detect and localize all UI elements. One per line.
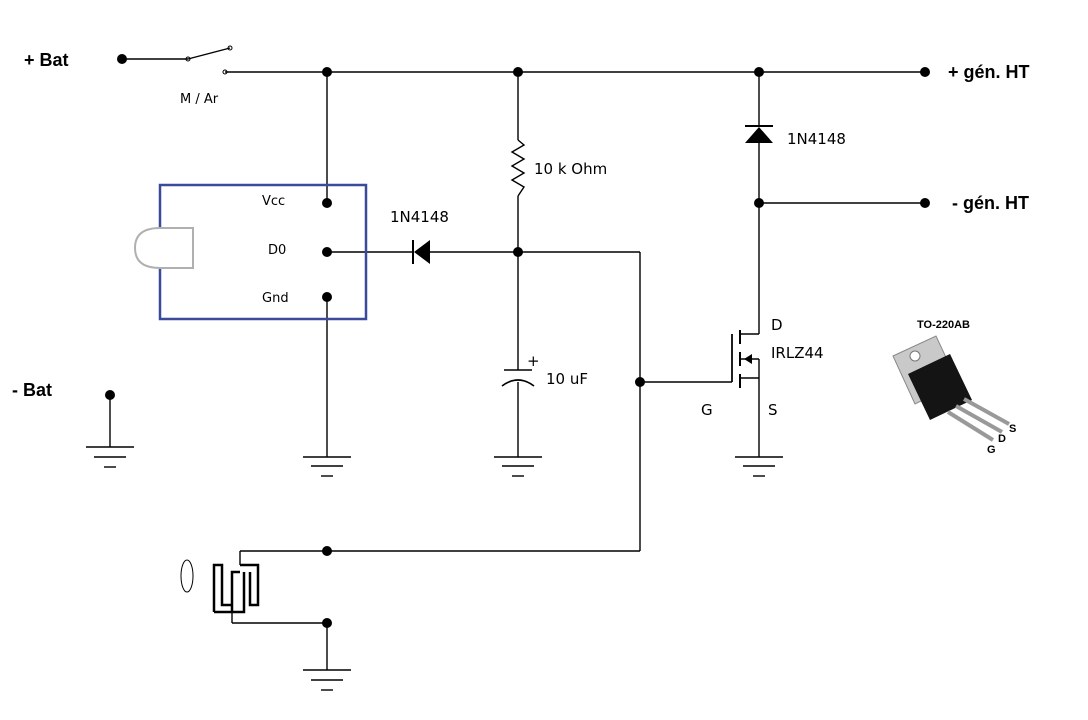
resistor-symbol <box>510 139 526 197</box>
mosfet-symbol <box>731 330 760 388</box>
ground-symbol-module <box>303 456 351 477</box>
plus-gen-ht-label: + gén. HT <box>948 62 1030 82</box>
pin-vcc-label: Vcc <box>262 194 285 209</box>
minus-bat-label: - Bat <box>12 380 52 400</box>
mosfet-source-label: S <box>768 401 778 419</box>
to220-package-icon <box>892 335 1010 442</box>
finger-icon <box>180 559 194 593</box>
minus-gen-ht-label: - gén. HT <box>952 193 1029 213</box>
switch-symbol <box>185 45 233 75</box>
switch-label: M / Ar <box>180 92 219 107</box>
ground-symbol-mosfet <box>735 456 783 477</box>
pin-d0-label: D0 <box>268 243 286 258</box>
capacitor-label: 10 uF <box>546 370 588 388</box>
mosfet-gate-label: G <box>701 401 713 419</box>
sensor-module: Vcc D0 Gnd <box>133 183 368 321</box>
pin-gnd-label: Gnd <box>262 291 289 306</box>
diode-input-symbol <box>412 240 430 264</box>
diode-output-symbol <box>745 125 773 143</box>
junction-nodes <box>105 54 930 628</box>
mosfet-drain-label: D <box>771 316 783 334</box>
diode-output-label: 1N4148 <box>787 130 846 148</box>
package-pin-g: G <box>987 444 996 456</box>
touch-plate-icon <box>180 559 260 614</box>
diode-input-label: 1N4148 <box>390 208 449 226</box>
plus-bat-label: + Bat <box>24 50 69 70</box>
mosfet-name-label: IRLZ44 <box>771 344 824 362</box>
ground-symbol-capacitor <box>494 456 542 477</box>
ir-sensor-icon <box>133 227 194 269</box>
package-pin-s: S <box>1009 423 1016 435</box>
ground-symbol-touch <box>303 669 351 691</box>
resistor-label: 10 k Ohm <box>534 160 607 178</box>
capacitor-symbol <box>501 369 535 387</box>
ground-symbol-bat <box>86 446 134 468</box>
package-title: TO-220AB <box>917 319 970 331</box>
package-pin-d: D <box>998 433 1006 445</box>
capacitor-plus-label: + <box>527 352 540 370</box>
